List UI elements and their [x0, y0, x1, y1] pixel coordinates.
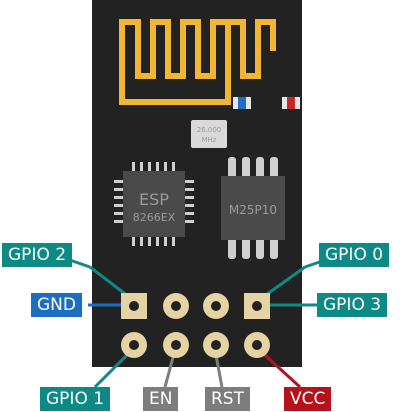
flash-chip: M25P10 — [221, 157, 285, 259]
pin-label-en: EN — [143, 387, 179, 411]
esp-chip-name: ESP — [139, 190, 169, 209]
pin-label-vcc: VCC — [284, 387, 332, 411]
pin-gnd-pad — [121, 293, 147, 319]
pin-gpio0-pad — [203, 293, 229, 319]
header-pins — [121, 293, 270, 358]
pin-gpio2-pad — [163, 293, 189, 319]
pin-leader-lines — [54, 253, 341, 389]
crystal-oscillator: 26.000 MHz — [191, 120, 227, 148]
pin-gpio1-pad — [121, 332, 147, 358]
pin-rst-pad — [203, 332, 229, 358]
pin-label-rst: RST — [205, 387, 250, 411]
crystal-unit: MHz — [202, 136, 217, 144]
flash-chip-name: M25P10 — [229, 203, 277, 217]
esp-chip-pins — [114, 162, 194, 246]
pin-label-gpio3: GPIO 3 — [317, 293, 388, 317]
esp-chip-model: 8266EX — [133, 211, 176, 224]
flash-chip-pins — [228, 157, 278, 259]
red-led — [282, 97, 300, 109]
crystal-frequency: 26.000 — [197, 126, 222, 134]
pin-label-gpio2: GPIO 2 — [2, 243, 73, 267]
leader-gpio1 — [93, 348, 134, 389]
pin-vcc-pad — [244, 332, 270, 358]
blue-led — [233, 97, 251, 109]
pin-label-gnd: GND — [31, 293, 82, 317]
pin-en-pad — [163, 332, 189, 358]
pin-label-gpio1: GPIO 1 — [40, 387, 111, 411]
pin-gpio3-pad — [244, 293, 270, 319]
antenna-trace — [119, 19, 276, 105]
esp8266-chip: ESP 8266EX — [114, 162, 194, 246]
pin-label-gpio0: GPIO 0 — [319, 243, 390, 267]
